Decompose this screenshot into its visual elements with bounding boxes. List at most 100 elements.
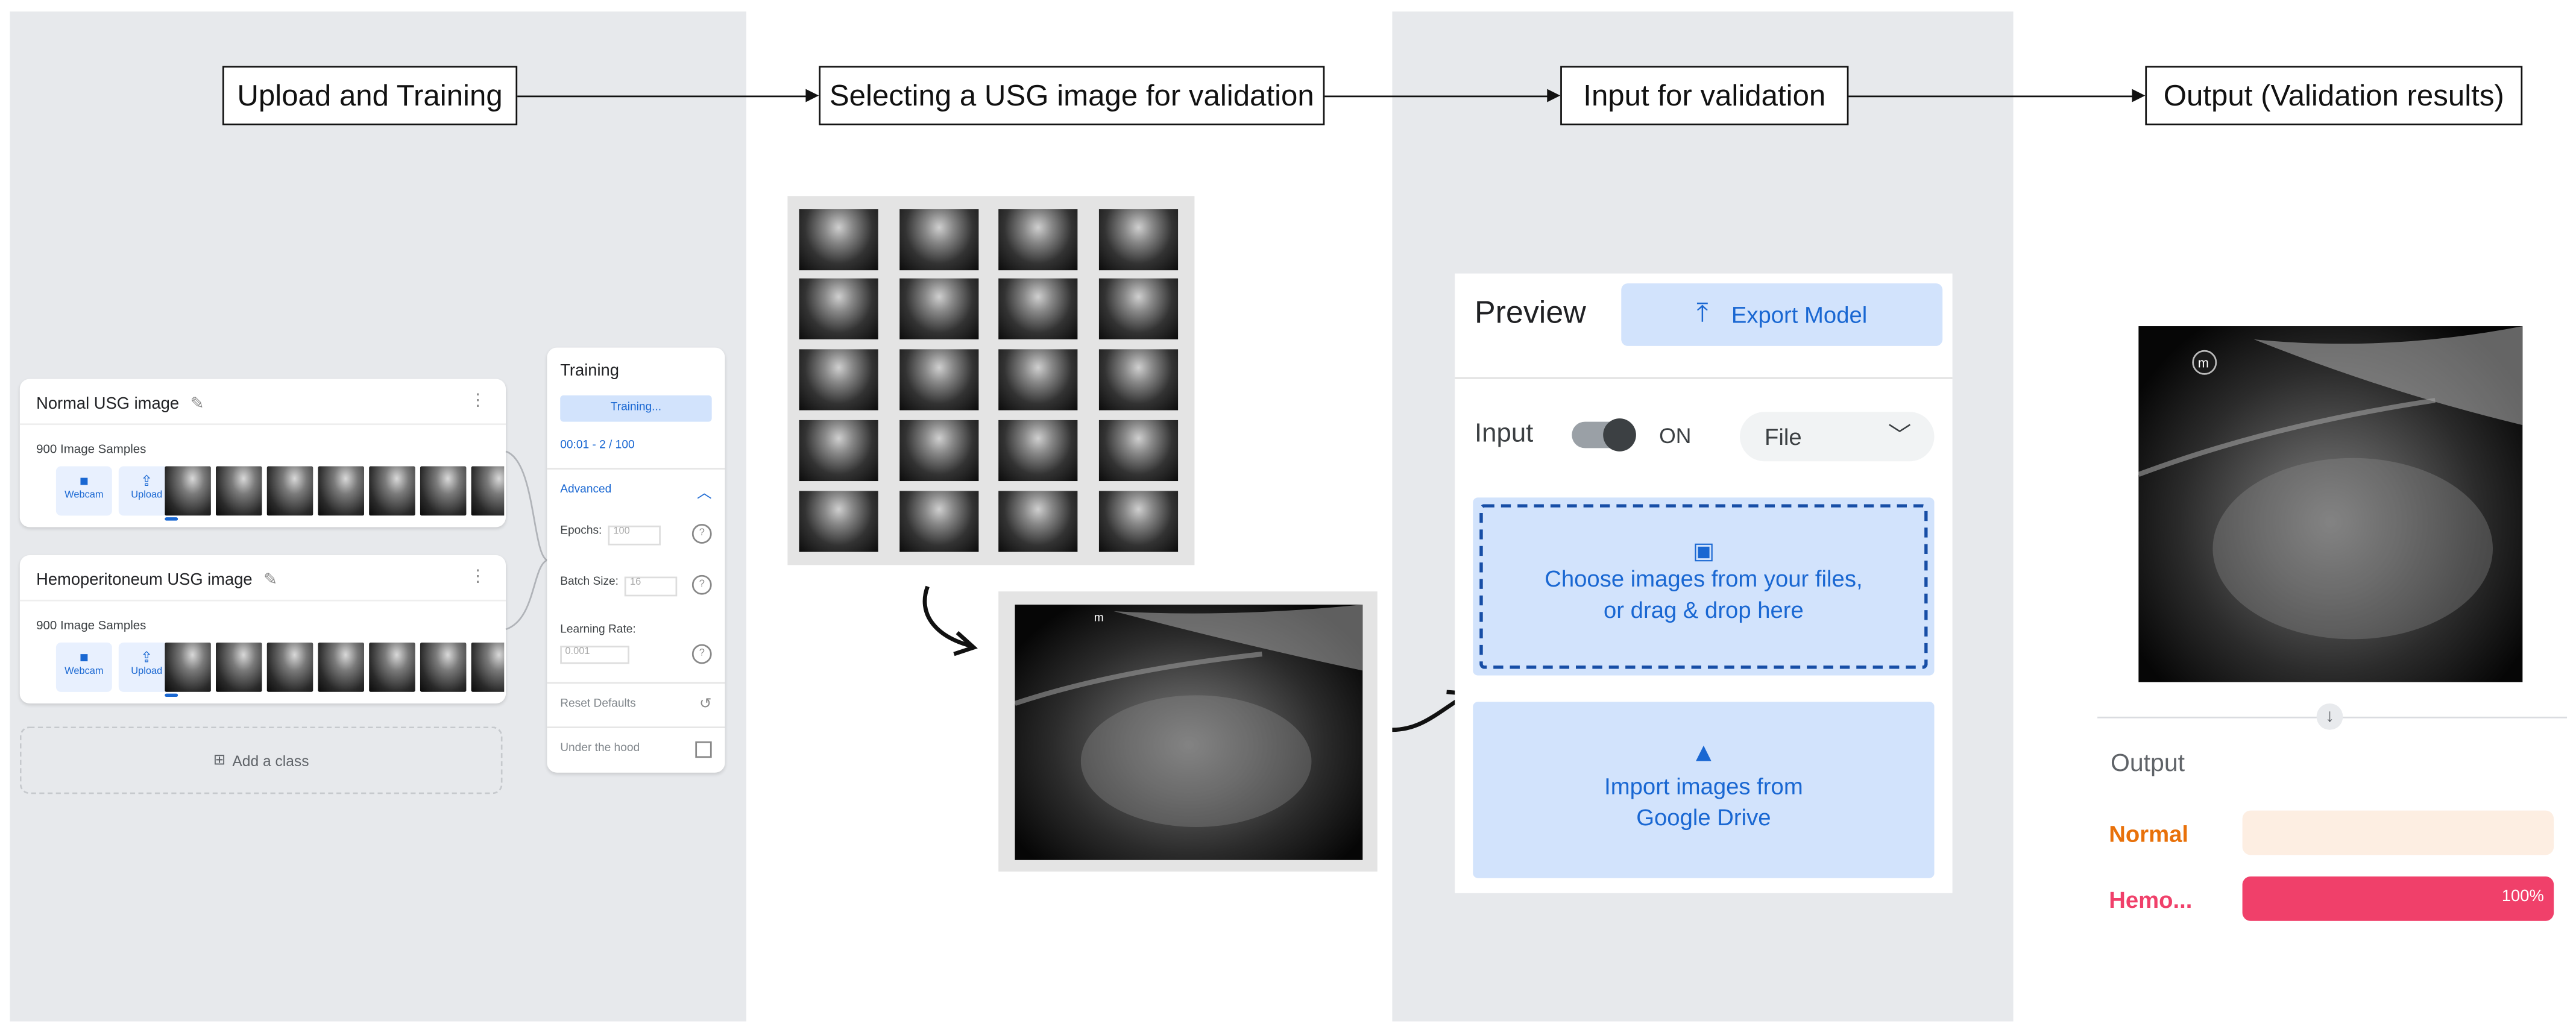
flow-arrow-2-head — [1547, 89, 1561, 102]
help-icon[interactable]: ? — [691, 574, 712, 595]
sample-thumb[interactable] — [165, 642, 211, 692]
curved-arrow-select — [922, 585, 978, 656]
source-select[interactable]: File ﹀ — [1740, 412, 1935, 462]
batch-size-row: Batch Size: 16 — [560, 576, 678, 597]
card-divider — [19, 423, 506, 426]
sample-thumb[interactable] — [318, 466, 364, 516]
scroll-indicator — [165, 517, 178, 521]
step-selecting-image: Selecting a USG image for validation — [819, 66, 1325, 125]
result-percent-hemo: 100% — [2501, 888, 2544, 907]
preview-card: Preview ⤒ Export Model Input ON File ﹀ ▣… — [1455, 273, 1953, 893]
add-class-button[interactable]: ⊞ Add a class — [19, 726, 503, 794]
epochs-input[interactable]: 100 — [608, 525, 661, 546]
svg-text:m: m — [2198, 355, 2209, 370]
divider — [547, 682, 725, 684]
webcam-button[interactable]: ■ Webcam — [55, 642, 112, 692]
class-name[interactable]: Normal USG image ✎ — [36, 395, 204, 414]
input-toggle[interactable] — [1572, 418, 1636, 452]
sample-thumb[interactable] — [216, 642, 262, 692]
edit-pencil-icon[interactable]: ✎ — [263, 571, 278, 590]
usg-thumbnail[interactable] — [899, 420, 979, 482]
help-icon[interactable]: ? — [691, 644, 712, 664]
card-divider — [19, 599, 506, 602]
usg-thumbnail[interactable] — [899, 349, 979, 411]
result-bar-hemo-fill — [2242, 876, 2554, 921]
result-bar-normal — [2242, 810, 2554, 855]
more-vert-icon[interactable]: ⋮ — [469, 392, 487, 411]
sample-thumbnails — [165, 642, 505, 692]
usg-thumbnail[interactable] — [799, 491, 878, 552]
under-the-hood-button[interactable]: Under the hood — [560, 743, 640, 755]
sample-thumb[interactable] — [318, 642, 364, 692]
usg-thumbnail[interactable] — [1098, 491, 1179, 552]
learning-rate-input[interactable]: 0.001 — [560, 646, 630, 664]
google-drive-button[interactable]: ▲ Import images from Google Drive — [1473, 702, 1935, 878]
class-name[interactable]: Hemoperitoneum USG image ✎ — [36, 571, 278, 590]
class-to-training-connectors — [505, 450, 548, 631]
result-bar-hemo: 100% — [2242, 876, 2554, 921]
drop-zone-border: ▣ Choose images from your files, or drag… — [1479, 504, 1928, 669]
upload-icon: ⇪ — [140, 649, 153, 666]
usg-thumbnail[interactable] — [998, 278, 1078, 339]
sample-thumb[interactable] — [216, 466, 262, 516]
file-drop-zone[interactable]: ▣ Choose images from your files, or drag… — [1473, 497, 1935, 676]
sample-thumb[interactable] — [369, 466, 415, 516]
input-label: Input — [1475, 420, 1534, 448]
flow-arrow-1-head — [805, 89, 819, 102]
usg-thumbnail[interactable] — [799, 349, 878, 411]
chevron-up-icon: ︿ — [697, 484, 712, 501]
ultrasound-fan-overlay: m — [2138, 326, 2523, 640]
batch-size-input[interactable]: 16 — [625, 576, 678, 597]
export-model-button[interactable]: ⤒ Export Model — [1621, 283, 1943, 346]
usg-thumbnail[interactable] — [998, 209, 1078, 271]
advanced-toggle[interactable]: Advanced ︿ — [560, 485, 711, 501]
usg-thumbnail[interactable] — [1098, 278, 1179, 339]
usg-thumbnail[interactable] — [998, 420, 1078, 482]
usg-thumbnail[interactable] — [1098, 420, 1179, 482]
usg-thumbnail[interactable] — [799, 278, 878, 339]
usg-thumbnail[interactable] — [998, 349, 1078, 411]
add-box-icon: ⊞ — [213, 751, 226, 768]
scroll-indicator — [165, 693, 178, 697]
result-label-hemo: Hemo... — [2109, 886, 2193, 913]
usg-thumbnail[interactable] — [899, 278, 979, 339]
edit-pencil-icon[interactable]: ✎ — [190, 395, 204, 414]
sample-thumb[interactable] — [266, 466, 313, 516]
help-icon[interactable]: ? — [691, 524, 712, 544]
output-usg-image: m — [2138, 326, 2523, 682]
flow-arrow-1 — [517, 95, 808, 98]
sample-thumbnails — [165, 466, 505, 516]
more-vert-icon[interactable]: ⋮ — [469, 568, 487, 587]
toggle-knob — [1603, 418, 1636, 452]
sample-thumb[interactable] — [420, 466, 467, 516]
output-title: Output — [2110, 749, 2185, 778]
usg-thumbnail[interactable] — [1098, 349, 1179, 411]
usg-thumbnail[interactable] — [899, 491, 979, 552]
selected-usg-image[interactable]: m — [1015, 605, 1363, 860]
step-output-results: Output (Validation results) — [2145, 66, 2523, 125]
sample-thumb[interactable] — [266, 642, 313, 692]
webcam-button[interactable]: ■ Webcam — [55, 466, 112, 516]
sample-thumb[interactable] — [471, 642, 505, 692]
divider — [547, 468, 725, 470]
sample-thumb[interactable] — [471, 466, 505, 516]
usg-thumbnail[interactable] — [1098, 209, 1179, 271]
usg-thumbnail[interactable] — [799, 209, 878, 271]
history-icon[interactable]: ↺ — [699, 695, 712, 712]
flow-arrow-3 — [1848, 95, 2134, 98]
arrow-down-circle-icon: ↓ — [2316, 703, 2343, 730]
training-progress: 00:01 - 2 / 100 — [560, 439, 635, 452]
add-folder-icon: ▣ — [1692, 536, 1715, 564]
train-model-button[interactable]: Training... — [560, 395, 712, 422]
sample-thumb[interactable] — [420, 642, 467, 692]
sample-thumb[interactable] — [369, 642, 415, 692]
flow-arrow-2 — [1324, 95, 1549, 98]
usg-thumbnail[interactable] — [899, 209, 979, 271]
upload-arrow-icon: ⤒ — [1696, 300, 1708, 328]
sample-thumb[interactable] — [165, 466, 211, 516]
usg-thumbnail[interactable] — [799, 420, 878, 482]
step-input-validation: Input for validation — [1560, 66, 1849, 125]
usg-thumbnail[interactable] — [998, 491, 1078, 552]
reset-defaults-button[interactable]: Reset Defaults — [560, 698, 636, 710]
chart-icon[interactable] — [695, 741, 712, 758]
